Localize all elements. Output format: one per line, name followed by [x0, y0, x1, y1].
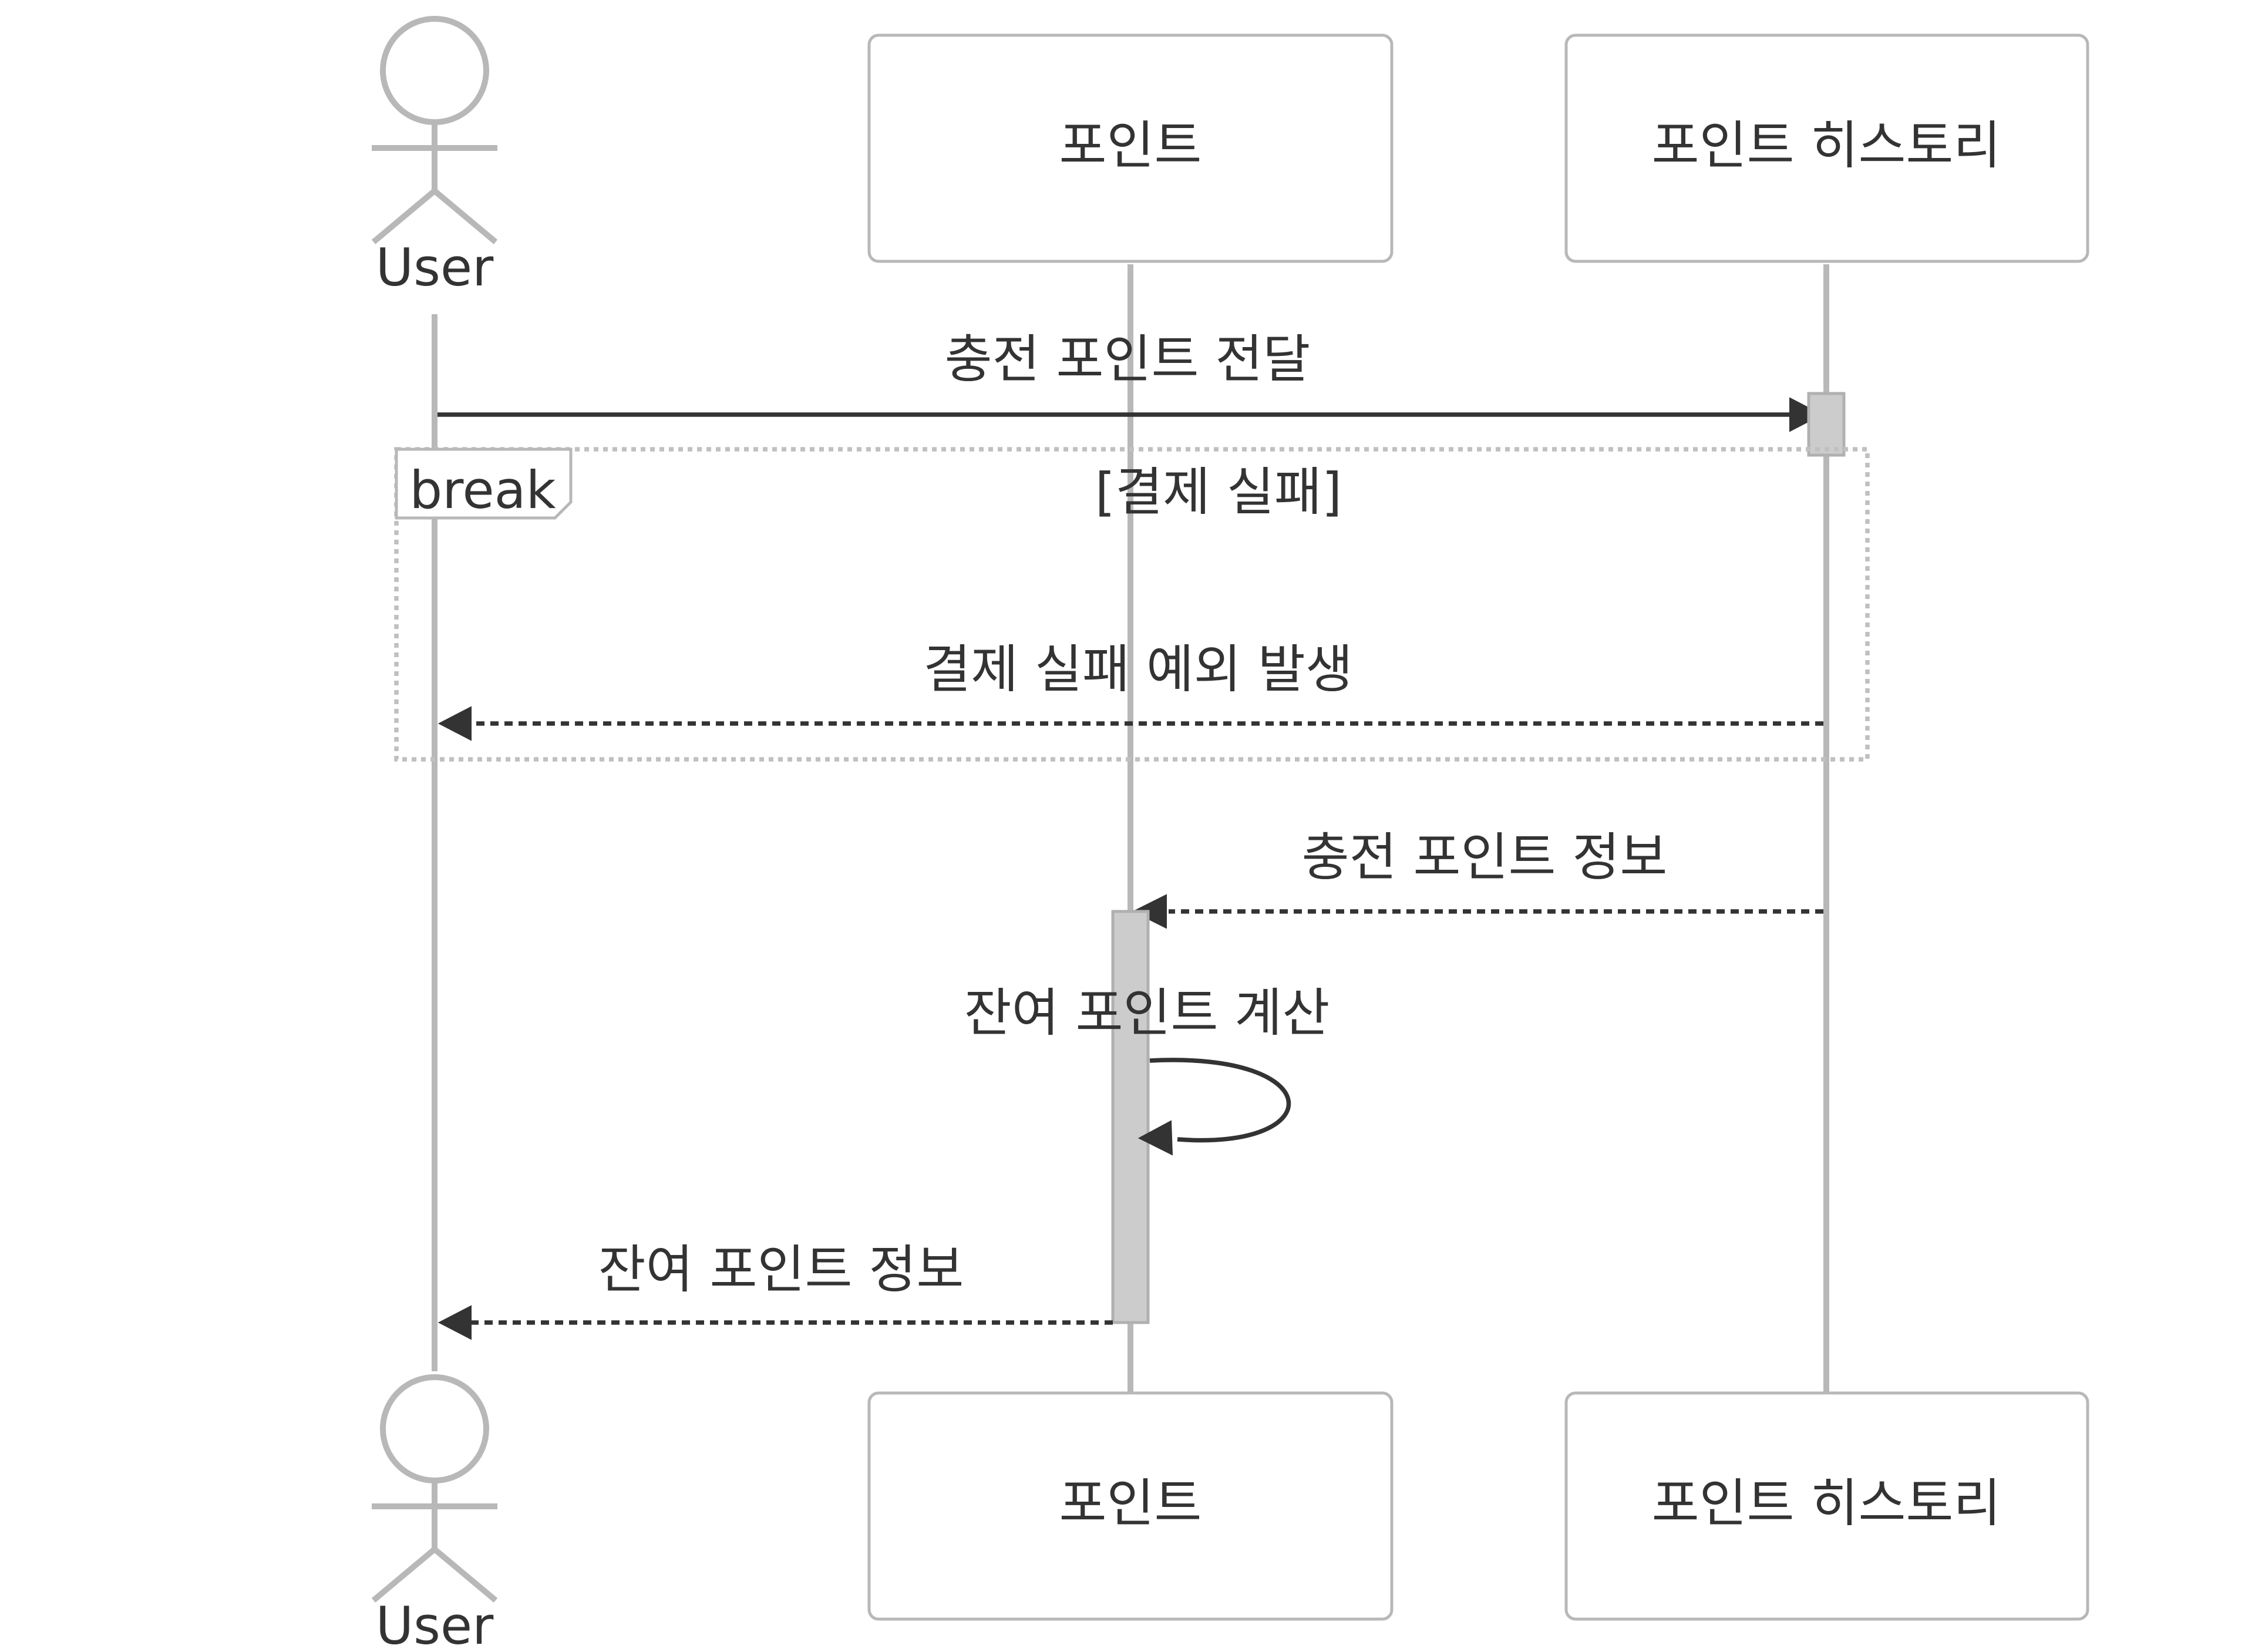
participant-point-bottom: 포인트: [867, 1391, 1394, 1621]
break-fragment-tab: [395, 448, 573, 520]
self-call-loop: [1149, 1058, 1291, 1143]
break-fragment: [394, 447, 1870, 762]
arrowhead-left: [1132, 894, 1167, 929]
actor-user-label: User: [376, 237, 494, 298]
participant-point-label: 포인트: [1059, 1473, 1202, 1533]
arrowhead-left: [437, 1305, 472, 1340]
arrowhead-left: [1137, 1120, 1173, 1156]
message-label-payment-failure: 결제 실패 예외 발생: [923, 639, 1353, 699]
message-label-remaining-info: 잔여 포인트 정보: [598, 1239, 964, 1300]
participant-history-bottom: 포인트 히스토리: [1564, 1391, 2089, 1621]
message-label-charge-points: 충전 포인트 전달: [945, 329, 1311, 389]
participant-history-label: 포인트 히스토리: [1652, 1473, 2001, 1533]
actor-user-top: User: [371, 16, 498, 298]
arrowhead-right: [1789, 397, 1823, 432]
history-activation-bar: [1807, 392, 1846, 457]
participant-history-label: 포인트 히스토리: [1652, 115, 2001, 176]
message-label-calc-remaining: 잔여 포인트 계산: [964, 983, 1330, 1043]
participant-point-top: 포인트: [867, 33, 1394, 263]
participant-point-label: 포인트: [1059, 115, 1202, 176]
actor-user-bottom: User: [371, 1374, 498, 1652]
arrowhead-left: [437, 706, 472, 741]
break-fragment-condition: [결제 실패]: [1095, 462, 1342, 522]
message-label-charge-info: 충전 포인트 정보: [1302, 827, 1668, 887]
participant-history-top: 포인트 히스토리: [1564, 33, 2089, 263]
break-fragment-keyword: break: [409, 460, 556, 520]
actor-user-label: User: [376, 1596, 494, 1652]
point-activation-bar: [1111, 910, 1150, 1324]
